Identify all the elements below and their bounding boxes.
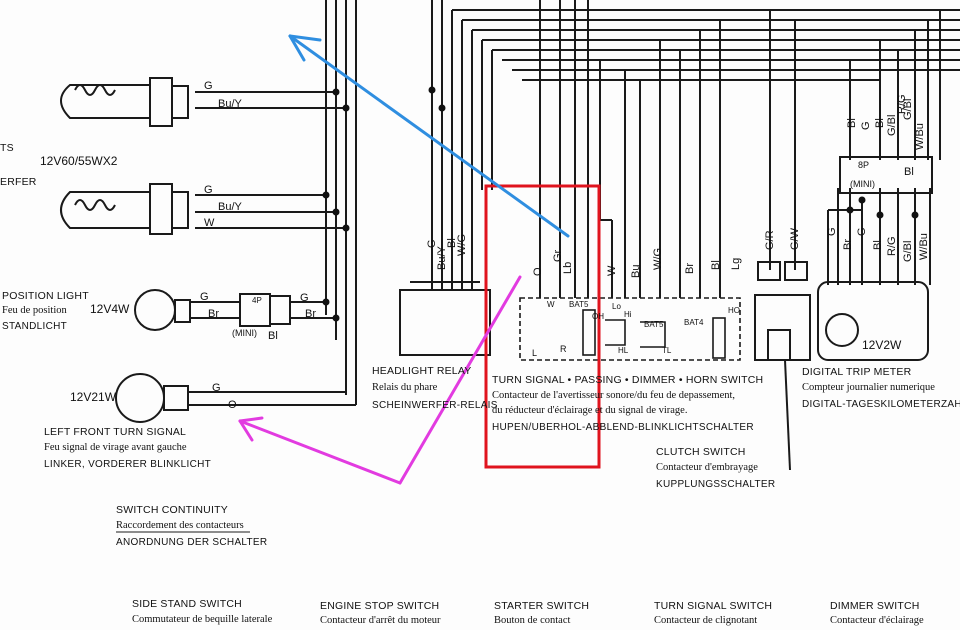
magenta-arrow [238, 275, 522, 485]
wire-label-br: Br [208, 308, 219, 320]
turn-signal-de: LINKER, VORDERER BLINKLICHT [44, 459, 212, 470]
headlamp-spec: 12V60/55WX2 [40, 154, 118, 168]
terminal-l: L [532, 348, 538, 358]
terminal-w: W [547, 300, 555, 309]
trip-connector-mini: (MINI) [850, 179, 875, 189]
terminal-lo: Lo [612, 302, 621, 311]
clutch-de: KUPPLUNGSSCHALTER [656, 479, 776, 490]
continuity-title: SWITCH CONTINUITY [116, 504, 228, 516]
turn-signal-spec: 12V21W [70, 390, 117, 404]
wire-label-g: G [212, 382, 221, 394]
switch-wire-wg: W/G [652, 248, 664, 270]
connector-mini: (MINI) [232, 328, 257, 338]
relay-de: SCHEINWERFER-RELAIS [372, 400, 498, 411]
switch-de: HUPEN/UBERHOL-ABBLEND-BLINKLICHTSCHALTER [492, 422, 754, 433]
relay-wire-buy: Bu/Y [436, 246, 448, 270]
trip-title: DIGITAL TRIP METER [802, 366, 912, 378]
position-light-de: STANDLICHT [2, 321, 68, 332]
turn-switch-title: TURN SIGNAL SWITCH [654, 600, 773, 612]
dimmer-fr: Contacteur d'éclairage [830, 615, 924, 626]
switch-title: TURN SIGNAL • PASSING • DIMMER • HORN SW… [492, 374, 764, 386]
wire-label-o: O [228, 399, 237, 411]
trip-bwire-wbu: W/Bu [918, 233, 930, 260]
headlamp-frag-ts: TS [0, 142, 14, 154]
terminal-bat4: BAT4 [684, 318, 704, 327]
trip-bulb-spec: 12V2W [862, 338, 902, 352]
dimmer-title: DIMMER SWITCH [830, 600, 920, 612]
wire-label-g: G [300, 292, 309, 304]
trip-wire-bl2: Bl [874, 118, 886, 128]
terminal-tl: TL [662, 346, 672, 355]
trip-bwire-bl: Bl [872, 240, 884, 250]
trip-wire-wbu: W/Bu [914, 123, 926, 150]
terminal-bat5: BAT5 [569, 300, 589, 309]
position-light-fr: Feu de position [2, 305, 67, 316]
switch-wire-gr: Gr [552, 249, 564, 262]
trip-connector-8p: 8P [858, 160, 870, 170]
terminal-ho: HO [728, 306, 740, 315]
switch-wire-lg: Lg [730, 257, 742, 270]
position-light-spec: 12V4W [90, 302, 130, 316]
starter-fr: Bouton de contact [494, 615, 571, 626]
switch-fr: Contacteur de l'avertisseur sonore/du fe… [492, 390, 736, 401]
continuity-fr: Raccordement des contacteurs [116, 520, 244, 531]
terminal-hl: HL [618, 346, 629, 355]
trip-wire-g: G [860, 121, 872, 130]
turn-signal-title: LEFT FRONT TURN SIGNAL [44, 426, 187, 438]
switch-wire-bu: Bu [630, 264, 642, 278]
side-stand-title: SIDE STAND SWITCH [132, 598, 242, 610]
engine-stop-fr: Contacteur d'arrêt du moteur [320, 615, 441, 626]
headlamp-frag-erfer: ERFER [0, 176, 37, 188]
trip-wire-bl: Bl [846, 118, 858, 128]
terminal-oh: OH [592, 312, 604, 321]
trip-bwire-g2: G [856, 227, 868, 236]
wire-label-g: G [204, 80, 213, 92]
highlight-box [484, 184, 601, 469]
switch-wire-lb: Lb [562, 261, 574, 274]
switch-wire-w: W [606, 265, 618, 276]
trip-wire-gbl2: G/Bl [902, 98, 914, 120]
wire-label-g: G [200, 291, 209, 303]
relay-wire-wg: W/G [456, 234, 468, 256]
wire-label-br: Br [305, 308, 316, 320]
switch-fr2: du réducteur d'éclairage et du signal de… [492, 405, 688, 416]
trip-bwire-gbl: G/Bl [902, 240, 914, 262]
switch-wire-bl: Bl [710, 260, 722, 270]
switch-wire-o: O [532, 267, 544, 276]
terminal-bat5-2: BAT5 [644, 320, 664, 329]
trip-wire-gbl: G/Bl [886, 114, 898, 136]
turn-signal-fr: Feu signal de virage avant gauche [44, 442, 187, 453]
relay-title: HEADLIGHT RELAY [372, 365, 472, 377]
switch-wire-br: Br [684, 263, 696, 274]
engine-stop-title: ENGINE STOP SWITCH [320, 600, 440, 612]
trip-bwire-g: G [826, 227, 838, 236]
relay-fr: Relais du phare [372, 382, 438, 393]
trip-bwire-rg: R/G [886, 236, 898, 256]
trip-de: DIGITAL-TAGESKILOMETERZAHLER [802, 399, 960, 410]
clutch-fr: Contacteur d'embrayage [656, 462, 758, 473]
starter-title: STARTER SWITCH [494, 600, 590, 612]
wire-label-bl: Bl [268, 330, 278, 342]
blue-arrow [288, 34, 570, 238]
trip-bwire-br: Br [842, 239, 854, 250]
terminal-hi: Hi [624, 310, 632, 319]
wire-label-buy: Bu/Y [218, 201, 242, 213]
clutch-wire-gw: G/W [789, 228, 801, 250]
clutch-title: CLUTCH SWITCH [656, 446, 746, 458]
clutch-wire-gr: G/R [764, 230, 776, 250]
turn-switch-fr: Contacteur de clignotant [654, 615, 758, 626]
position-light-title: POSITION LIGHT [2, 290, 89, 302]
wire-label-g: G [204, 184, 213, 196]
wire-label-w: W [204, 217, 215, 229]
side-stand-fr: Commutateur de bequille laterale [132, 614, 273, 625]
terminal-r: R [560, 344, 567, 354]
trip-fr: Compteur journalier numerique [802, 382, 935, 393]
wire-label-buy: Bu/Y [218, 98, 242, 110]
continuity-de: ANORDNUNG DER SCHALTER [116, 537, 268, 548]
trip-connector-bl: Bl [904, 166, 914, 178]
connector-4p: 4P [252, 296, 262, 305]
